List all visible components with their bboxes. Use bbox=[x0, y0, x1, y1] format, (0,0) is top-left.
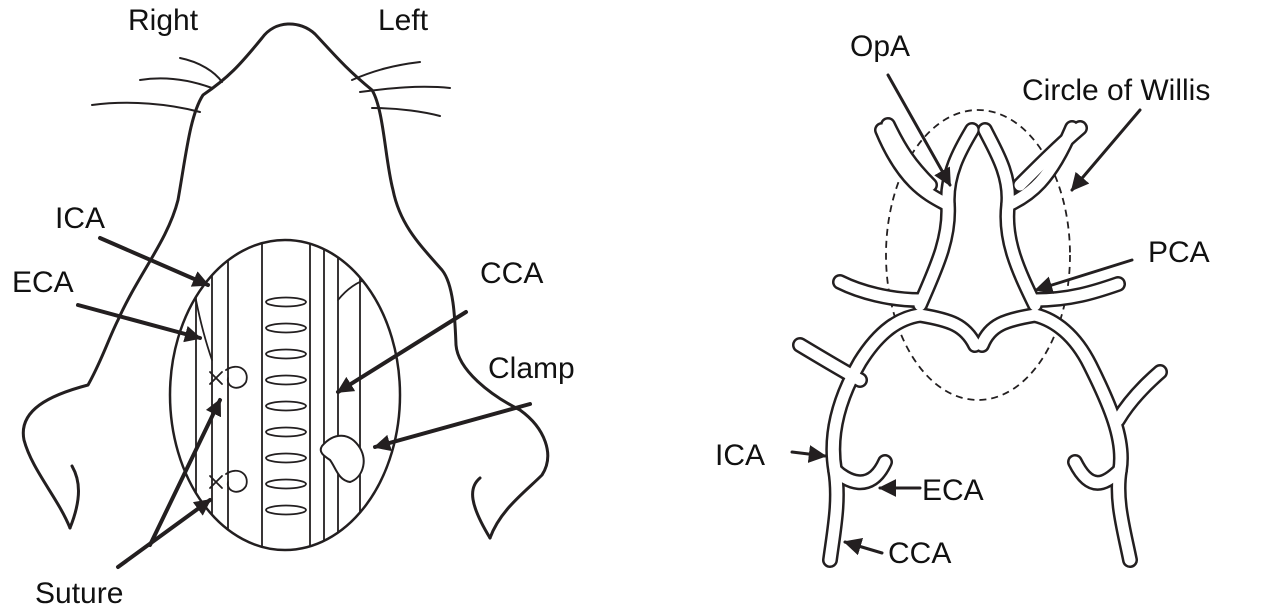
label-pca: PCA bbox=[1148, 236, 1210, 269]
ica-right-arrow bbox=[790, 445, 827, 463]
label-right: Right bbox=[128, 4, 199, 37]
clamp-shape bbox=[319, 434, 365, 484]
label-left: Left bbox=[378, 4, 429, 37]
label-ica-right: ICA bbox=[715, 439, 765, 472]
right-foreleg-curl bbox=[471, 476, 492, 540]
ica-arrow bbox=[98, 236, 210, 287]
surgical-view: Right Left ICA ECA CCA Clamp Suture bbox=[12, 4, 575, 610]
artery-tree bbox=[792, 117, 1168, 568]
vascular-diagram: OpA Circle of Willis PCA ICA ECA CCA bbox=[715, 30, 1210, 570]
incision-field bbox=[168, 238, 402, 552]
label-eca-right: ECA bbox=[922, 474, 984, 507]
label-clamp: Clamp bbox=[488, 352, 575, 385]
animal-outline bbox=[21, 22, 550, 540]
left-foreleg-curl bbox=[68, 464, 80, 530]
label-cca-left: CCA bbox=[480, 257, 543, 290]
annotation-arrows bbox=[76, 236, 532, 569]
label-suture: Suture bbox=[35, 577, 123, 609]
cca-right-arrow bbox=[843, 537, 884, 556]
opa-arrow bbox=[886, 73, 952, 187]
circle-of-willis-outline bbox=[885, 109, 1071, 401]
circle-of-willis-arrow bbox=[1070, 108, 1142, 192]
cca-arrow bbox=[336, 310, 468, 394]
pointer-arrows bbox=[790, 73, 1142, 556]
label-ica-left: ICA bbox=[55, 202, 105, 235]
label-opa: OpA bbox=[850, 30, 910, 63]
trachea-rings bbox=[265, 296, 307, 516]
whiskers bbox=[91, 57, 451, 117]
label-circle-of-willis: Circle of Willis bbox=[1022, 74, 1210, 107]
eca-arrow bbox=[76, 303, 202, 343]
clamp-arrow bbox=[373, 402, 532, 452]
suture-arrow-upper bbox=[148, 398, 222, 547]
suture-arrow-lower bbox=[116, 498, 212, 569]
pca-arrow bbox=[1034, 258, 1134, 294]
label-cca-right: CCA bbox=[888, 537, 951, 570]
suture-loops bbox=[209, 365, 248, 493]
label-eca-left: ECA bbox=[12, 266, 74, 299]
